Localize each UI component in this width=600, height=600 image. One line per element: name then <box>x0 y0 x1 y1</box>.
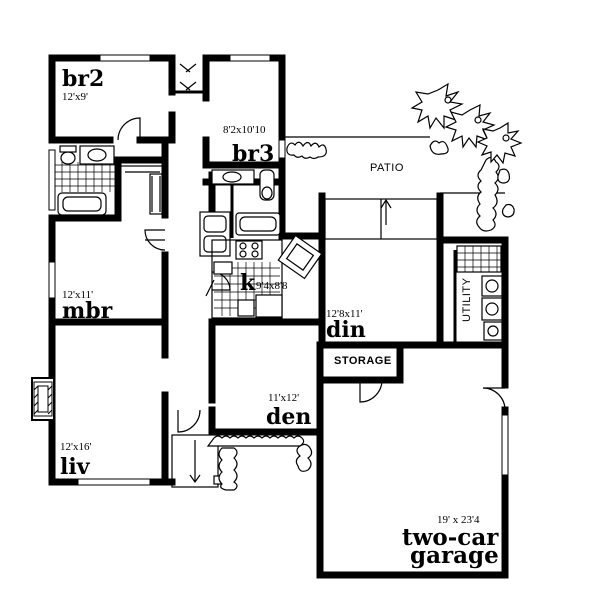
garage-room-dims: 19' x 23'4 <box>437 514 480 526</box>
br3-room-dims: 8'2x10'10 <box>223 124 266 136</box>
dining-room-dims: 12'8x11' <box>326 308 363 320</box>
br2-room-dims: 12'x9' <box>62 91 88 103</box>
patio-label: PATIO <box>370 162 404 174</box>
dining-room-name: din <box>326 317 366 343</box>
washer-icon <box>481 275 503 297</box>
living-room-dims: 12'x16' <box>60 441 91 453</box>
kitchen-room-name: k <box>240 270 256 296</box>
den-room-name: den <box>266 404 311 430</box>
bath-1-floor-tile <box>55 162 115 192</box>
bath-2 <box>199 169 281 257</box>
tree-cluster <box>410 82 523 165</box>
mbr-room-name: mbr <box>62 298 113 324</box>
garage-name-line1: two-car <box>402 524 499 551</box>
patio-area <box>285 82 523 232</box>
shrub-column-right <box>476 156 515 232</box>
utility-room <box>456 245 503 341</box>
mbr-room-dims: 12'x11' <box>62 289 93 301</box>
living-room-name: liv <box>60 454 91 480</box>
toilet-icon <box>60 151 76 165</box>
br2-room-name: br2 <box>62 66 104 92</box>
utility-label: UTILITY <box>461 277 473 322</box>
br3-room-name: br3 <box>232 141 274 167</box>
dryer-icon <box>481 297 503 321</box>
kitchen-floor-tile <box>214 262 280 316</box>
fireplace <box>31 377 55 421</box>
kitchen <box>211 234 323 319</box>
bath-1 <box>55 145 166 216</box>
exterior-walls <box>48 54 509 579</box>
sink-icon <box>222 171 242 183</box>
sink-icon <box>87 148 107 162</box>
range-icon <box>235 240 263 260</box>
kitchen-room-dims: 9'4x8'8 <box>256 280 288 292</box>
shrub-row-top <box>286 140 449 160</box>
garage-name-line2: garage <box>410 542 499 569</box>
storage-label: STORAGE <box>334 355 392 367</box>
den-room-dims: 11'x12' <box>268 392 299 404</box>
entry-planter <box>171 434 313 491</box>
